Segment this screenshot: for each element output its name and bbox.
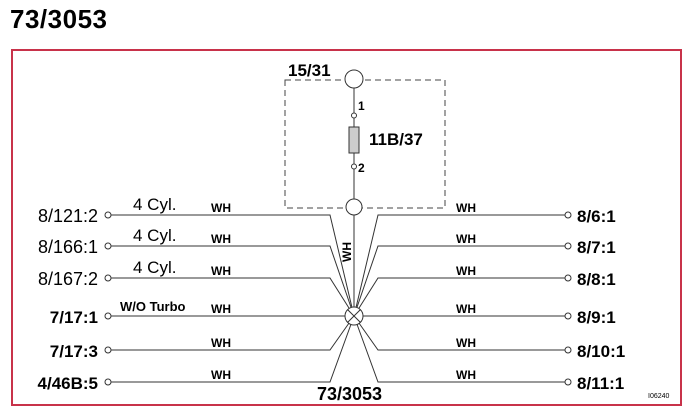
right-wire-color: WH <box>456 302 476 316</box>
left-terminal-dot <box>104 346 112 354</box>
component-box <box>284 79 446 209</box>
left-terminal-note: 4 Cyl. <box>133 226 176 245</box>
left-wire-color: WH <box>211 201 231 215</box>
vertical-wire-label: WH <box>340 242 354 262</box>
left-terminal-id: 7/17:1 <box>50 308 98 327</box>
left-wire-color: WH <box>211 336 231 350</box>
splice-label: 73/3053 <box>317 384 382 404</box>
pin1-label: 1 <box>358 99 365 113</box>
left-terminal-note: 4 Cyl. <box>133 258 176 277</box>
right-terminal-dot <box>564 378 572 386</box>
left-terminal-note: 4 Cyl. <box>133 195 176 214</box>
component-label: 11B/37 <box>369 130 423 149</box>
left-terminal-dot <box>104 242 112 250</box>
right-wire-color: WH <box>456 232 476 246</box>
left-terminal-dot <box>104 274 112 282</box>
left-wire-color: WH <box>211 368 231 382</box>
left-wire <box>111 315 355 351</box>
page-title: 73/3053 <box>10 4 108 34</box>
left-wire-color: WH <box>211 302 231 316</box>
right-terminal-id: 8/9:1 <box>577 308 616 327</box>
right-terminal-dot <box>564 346 572 354</box>
right-terminal-dot <box>564 274 572 282</box>
right-terminal-id: 8/11:1 <box>577 374 624 393</box>
left-wire <box>111 214 355 317</box>
terminal-dots <box>104 211 572 386</box>
right-terminal-id: 8/7:1 <box>577 238 616 257</box>
left-wire <box>111 277 355 317</box>
pin2-dot <box>351 163 357 170</box>
diagram-frame <box>11 49 682 406</box>
right-terminal-dot <box>564 312 572 320</box>
right-terminal-dot <box>564 242 572 250</box>
right-wire <box>353 315 565 383</box>
left-terminal-dot <box>104 378 112 386</box>
pin2-label: 2 <box>358 161 365 175</box>
left-wire-color: WH <box>211 232 231 246</box>
left-wire <box>111 315 355 383</box>
left-terminal-dot <box>104 312 112 320</box>
right-terminal-id: 8/8:1 <box>577 270 616 289</box>
left-terminal-id: 8/166:1 <box>38 237 98 257</box>
right-wire-color: WH <box>456 264 476 278</box>
right-wire <box>353 214 565 317</box>
left-terminal-id: 7/17:3 <box>50 342 98 361</box>
right-wire-color: WH <box>456 201 476 215</box>
top-connector-label: 15/31 <box>288 61 331 80</box>
left-wire-color: WH <box>211 264 231 278</box>
left-terminal-note: W/O Turbo <box>120 299 186 314</box>
left-wire <box>111 245 355 317</box>
left-terminal-id: 8/121:2 <box>38 206 98 226</box>
left-terminal-id: 4/46B:5 <box>38 374 98 393</box>
right-terminal-id: 8/6:1 <box>577 207 616 226</box>
component-body <box>348 126 360 154</box>
right-wire <box>353 277 565 317</box>
left-labels: 8/121:2 4 Cyl. WH 8/166:1 4 Cyl. WH 8/167:2 4 C… <box>38 195 231 393</box>
splice-symbol <box>344 306 364 326</box>
left-terminal-id: 8/167:2 <box>38 269 98 289</box>
wires <box>111 214 565 383</box>
right-wire <box>353 245 565 317</box>
right-wire-color: WH <box>456 368 476 382</box>
right-wire <box>353 315 565 351</box>
right-labels: 8/6:1WH8/7:1WH8/8:1WH8/9:1WH8/10:1WH8/11… <box>456 201 625 393</box>
right-terminal-id: 8/10:1 <box>577 342 625 361</box>
inline-connector-circle <box>345 198 363 216</box>
image-code: I06240 <box>648 393 670 400</box>
right-wire-color: WH <box>456 336 476 350</box>
left-terminal-dot <box>104 211 112 219</box>
right-terminal-dot <box>564 211 572 219</box>
pin1-dot <box>351 112 357 119</box>
top-connector-circle <box>344 69 364 89</box>
